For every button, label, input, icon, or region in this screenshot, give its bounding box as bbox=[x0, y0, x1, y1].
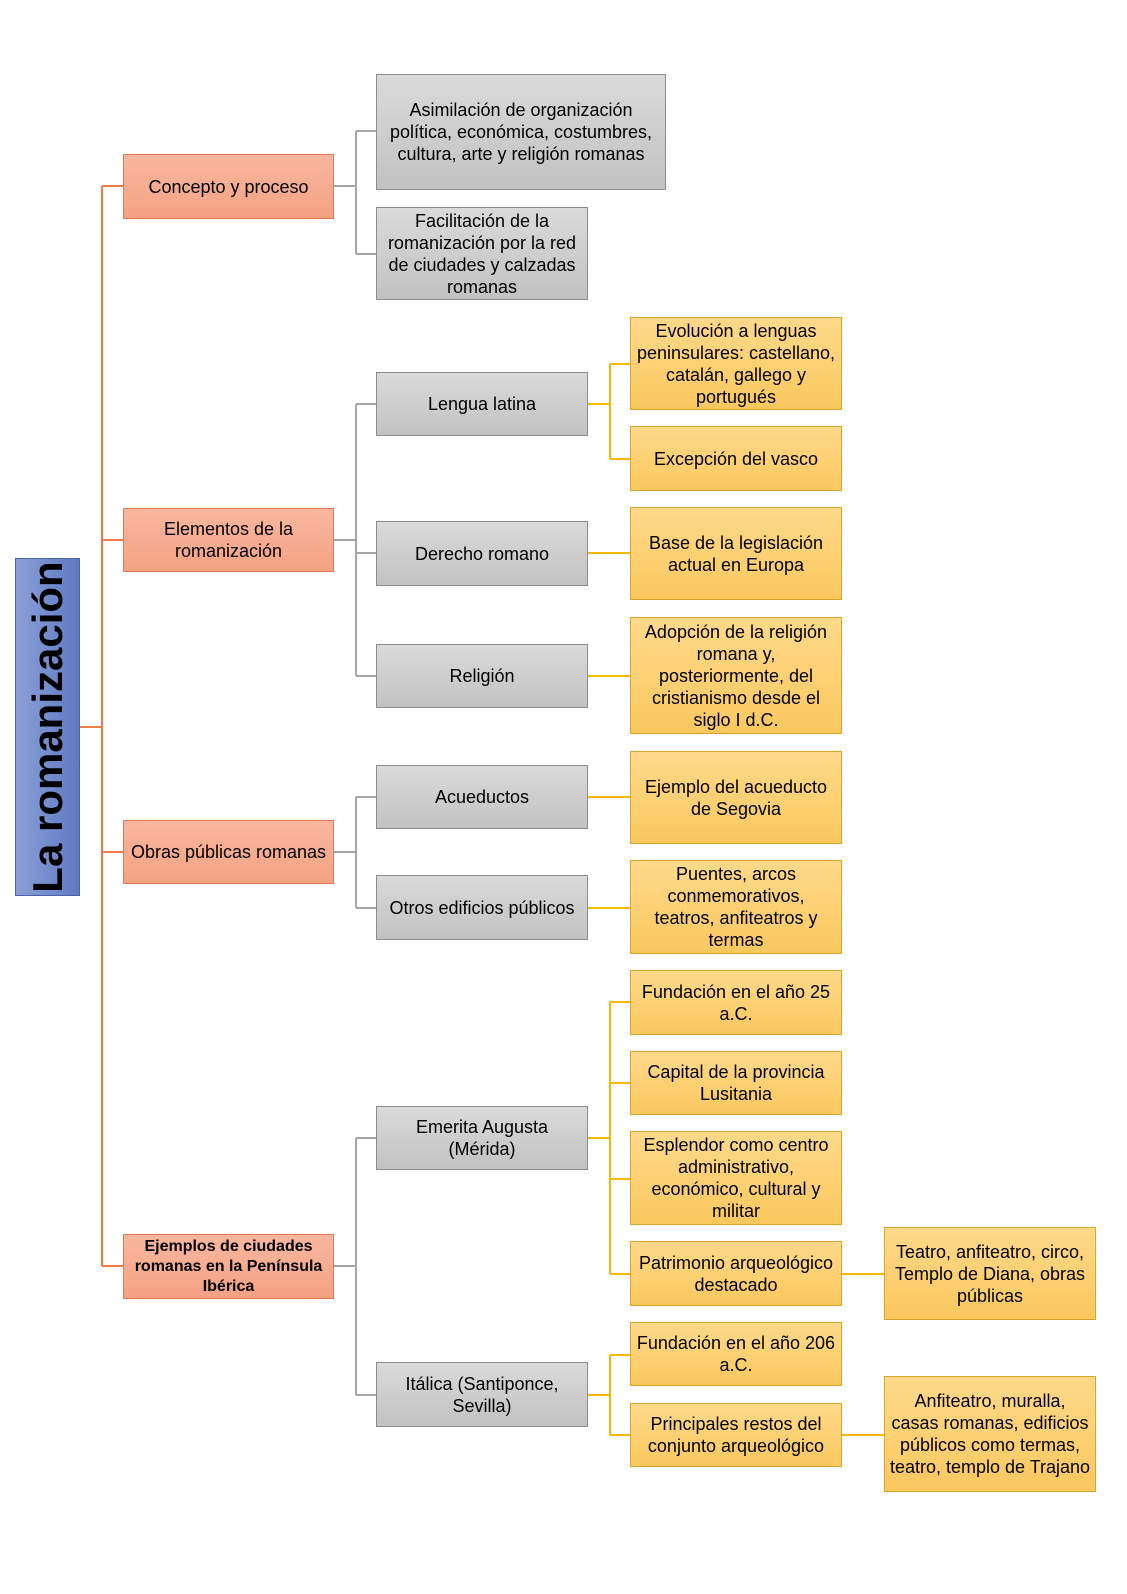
node-excepcion-vasco[interactable]: Excepción del vasco bbox=[630, 426, 842, 491]
node-principales-restos[interactable]: Principales restos del conjunto arqueoló… bbox=[630, 1403, 842, 1467]
node-esplendor[interactable]: Esplendor como centro administrativo, ec… bbox=[630, 1131, 842, 1225]
node-concepto-proceso[interactable]: Concepto y proceso bbox=[123, 154, 334, 219]
node-base-legislacion[interactable]: Base de la legislación actual en Europa bbox=[630, 507, 842, 600]
level2-connectors bbox=[588, 363, 884, 1436]
node-otros-edificios[interactable]: Otros edificios públicos bbox=[376, 875, 588, 940]
root-title: La romanización bbox=[23, 561, 71, 893]
root-node[interactable]: La romanización bbox=[15, 558, 80, 896]
node-fundacion-25[interactable]: Fundación en el año 25 a.C. bbox=[630, 970, 842, 1035]
level1-connectors bbox=[334, 130, 376, 1396]
node-teatro-anfiteatro-circo[interactable]: Teatro, anfiteatro, circo, Templo de Dia… bbox=[884, 1227, 1096, 1320]
node-patrimonio[interactable]: Patrimonio arqueológico destacado bbox=[630, 1241, 842, 1306]
node-acueductos[interactable]: Acueductos bbox=[376, 765, 588, 829]
node-obras-publicas[interactable]: Obras públicas romanas bbox=[123, 820, 334, 884]
node-lengua-latina[interactable]: Lengua latina bbox=[376, 372, 588, 436]
node-asimilacion[interactable]: Asimilación de organización política, ec… bbox=[376, 74, 666, 190]
node-religion[interactable]: Religión bbox=[376, 644, 588, 708]
node-anfiteatro-muralla[interactable]: Anfiteatro, muralla, casas romanas, edif… bbox=[884, 1376, 1096, 1492]
node-adopcion-religion[interactable]: Adopción de la religión romana y, poster… bbox=[630, 617, 842, 734]
root-connectors bbox=[80, 185, 123, 1267]
node-italica[interactable]: Itálica (Santiponce, Sevilla) bbox=[376, 1362, 588, 1427]
node-capital-lusitania[interactable]: Capital de la provincia Lusitania bbox=[630, 1051, 842, 1115]
node-acueducto-segovia[interactable]: Ejemplo del acueducto de Segovia bbox=[630, 751, 842, 844]
node-ejemplos-ciudades[interactable]: Ejemplos de ciudades romanas en la Penín… bbox=[123, 1234, 334, 1299]
node-facilitacion[interactable]: Facilitación de la romanización por la r… bbox=[376, 207, 588, 300]
node-fundacion-206[interactable]: Fundación en el año 206 a.C. bbox=[630, 1322, 842, 1386]
node-evolucion-lenguas[interactable]: Evolución a lenguas peninsulares: castel… bbox=[630, 317, 842, 410]
node-derecho-romano[interactable]: Derecho romano bbox=[376, 521, 588, 586]
node-emerita-augusta[interactable]: Emerita Augusta (Mérida) bbox=[376, 1106, 588, 1170]
node-elementos-romanizacion[interactable]: Elementos de la romanización bbox=[123, 508, 334, 572]
node-puentes-arcos[interactable]: Puentes, arcos conmemorativos, teatros, … bbox=[630, 860, 842, 954]
